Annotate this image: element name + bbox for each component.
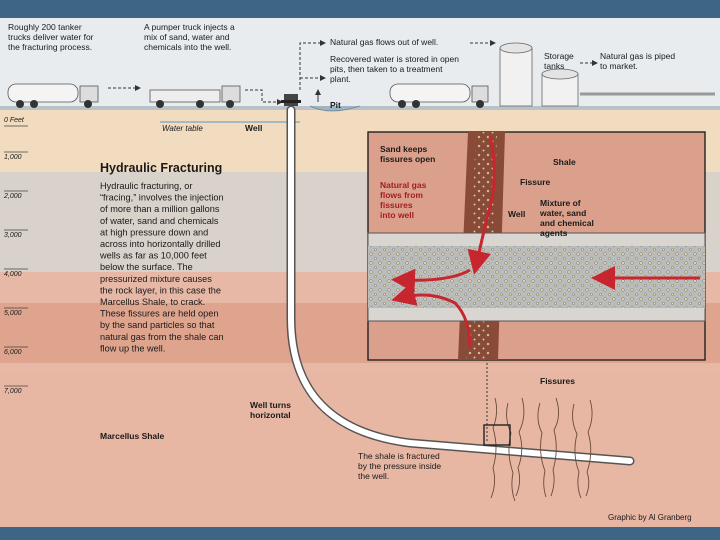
graphic-credit: Graphic by Al Granberg xyxy=(608,513,692,522)
fracking-diagram: Roughly 200 tanker trucks deliver water … xyxy=(0,18,720,527)
fractured-caption: The shale is fractured by the pressure i… xyxy=(358,451,444,481)
depth-label-5000: 5,000 xyxy=(4,310,22,317)
water-table-label: Water table xyxy=(162,124,203,133)
recovered-caption: Recovered water is stored in open pits, … xyxy=(330,54,461,84)
inset-shale-label: Shale xyxy=(553,157,576,167)
depth-label-7000: 7,000 xyxy=(4,388,22,395)
inset-panel xyxy=(367,131,706,361)
inset-fissure-label: Fissure xyxy=(520,177,551,187)
gas-flows-caption: Natural gas flows out of well. xyxy=(330,37,438,47)
depth-label-2000: 2,000 xyxy=(3,193,22,200)
storage-tanks xyxy=(499,42,579,107)
open-pit xyxy=(309,105,361,112)
inset-well-label: Well xyxy=(508,209,525,219)
tanker-trucks xyxy=(7,83,241,108)
fissure-lines xyxy=(490,397,593,502)
pumper-caption: A pumper truck injects a mix of sand, wa… xyxy=(144,22,237,52)
marcellus-label: Marcellus Shale xyxy=(100,431,165,441)
well-turns-label: Well turns horizontal xyxy=(250,400,293,420)
well-bore xyxy=(288,107,633,464)
flow-gas-line xyxy=(299,40,326,90)
diagram-panel: Roughly 200 tanker trucks deliver water … xyxy=(0,18,720,527)
wellhead-flange xyxy=(281,100,301,103)
storage-label: Storage tanks xyxy=(544,51,576,71)
depth-label-4000: 4,000 xyxy=(4,271,22,278)
depth-label-0: 0 Feet xyxy=(4,117,25,124)
main-body: Hydraulic fracturing, or “fracing,” invo… xyxy=(99,181,226,353)
gas-arrow-bottom xyxy=(391,282,472,349)
depth-label-3000: 3,000 xyxy=(4,232,22,239)
gas-arrow-middle xyxy=(391,268,471,293)
recovery-truck xyxy=(389,83,489,108)
depth-ticks xyxy=(4,125,28,387)
well-label: Well xyxy=(245,123,262,133)
inset-locator-box xyxy=(483,424,511,446)
inset-gas-label: Natural gas flows from fissures into wel… xyxy=(380,180,429,220)
depth-label-1000: 1,000 xyxy=(4,154,22,161)
piped-caption: Natural gas is piped to market. xyxy=(600,51,678,71)
flow-injection-line xyxy=(245,89,283,105)
pit-label: Pit xyxy=(330,100,341,110)
tanker-caption: Roughly 200 tanker trucks deliver water … xyxy=(8,22,96,52)
layer-marcellus-shale xyxy=(0,372,720,527)
inset-mixture-label: Mixture of water, sand and chemical agen… xyxy=(539,198,596,238)
depth-axis: 0 Feet 1,000 2,000 3,000 4,000 5,000 6,0… xyxy=(3,117,25,395)
main-title: Hydraulic Fracturing xyxy=(100,161,222,175)
inset-sand-label: Sand keeps fissures open xyxy=(380,144,435,164)
ground-surface xyxy=(0,106,720,110)
fissures-label: Fissures xyxy=(540,376,575,386)
depth-label-6000: 6,000 xyxy=(4,349,22,356)
gas-arrow-top xyxy=(467,135,496,275)
